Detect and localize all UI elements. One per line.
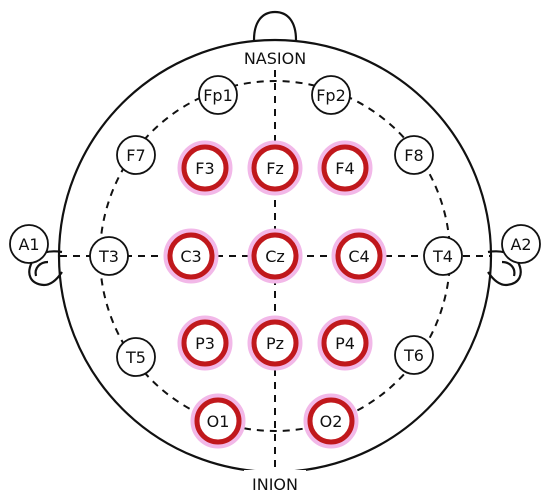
electrode-o2: O2 — [303, 393, 359, 449]
electrode-f4: F4 — [317, 140, 373, 196]
electrode-p3: P3 — [177, 315, 233, 371]
electrode-f3: F3 — [177, 140, 233, 196]
electrode-c3: C3 — [163, 228, 219, 284]
electrode-a1: A1 — [9, 224, 49, 264]
electrode-label: T3 — [98, 247, 119, 266]
nasion-label: NASION — [244, 49, 306, 68]
electrode-label: Fp1 — [203, 86, 233, 105]
nose-outline — [252, 10, 298, 41]
electrode-label: T6 — [403, 346, 424, 365]
electrode-p4: P4 — [317, 315, 373, 371]
electrode-c4: C4 — [331, 228, 387, 284]
electrode-label: Fz — [266, 159, 284, 178]
electrode-t6: T6 — [394, 335, 434, 375]
electrode-fp1: Fp1 — [198, 75, 238, 115]
electrode-fp2: Fp2 — [311, 75, 351, 115]
electrode-label: O2 — [320, 412, 343, 431]
nasion-label-bg — [236, 45, 314, 69]
electrode-label: A2 — [510, 235, 531, 254]
electrode-label: Pz — [266, 334, 284, 353]
electrode-label: F8 — [404, 146, 423, 165]
electrode-label: P3 — [195, 334, 215, 353]
electrode-f7: F7 — [116, 135, 156, 175]
electrode-cz: Cz — [247, 228, 303, 284]
electrode-t4: T4 — [423, 236, 463, 276]
electrode-label: T5 — [125, 348, 146, 367]
electrode-f8: F8 — [394, 135, 434, 175]
electrode-label: A1 — [18, 235, 39, 254]
inion-label: INION — [252, 475, 298, 494]
electrode-fz: Fz — [247, 140, 303, 196]
electrode-label: C4 — [348, 247, 369, 266]
electrode-pz: Pz — [247, 315, 303, 371]
electrode-label: T4 — [432, 247, 453, 266]
electrode-label: P4 — [335, 334, 355, 353]
electrode-t3: T3 — [89, 236, 129, 276]
electrode-a2: A2 — [501, 224, 541, 264]
electrode-o1: O1 — [190, 393, 246, 449]
electrode-label: C3 — [180, 247, 201, 266]
electrode-label: F4 — [335, 159, 354, 178]
electrode-t5: T5 — [116, 337, 156, 377]
electrode-label: F3 — [195, 159, 214, 178]
electrode-label: Fp2 — [316, 86, 346, 105]
electrode-label: O1 — [207, 412, 230, 431]
electrode-label: Cz — [265, 247, 285, 266]
inion-label-bg — [244, 470, 306, 496]
electrode-label: F7 — [126, 146, 145, 165]
